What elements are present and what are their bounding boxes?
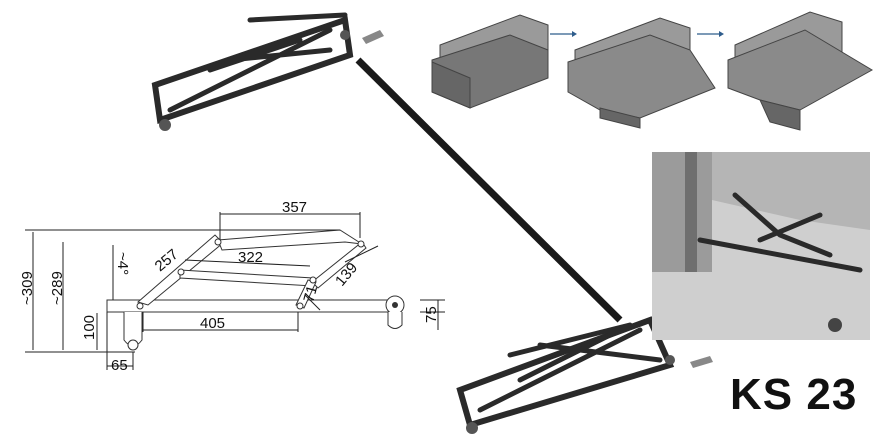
dim-roller-height: 75 <box>423 306 440 323</box>
dim-middle-span: 322 <box>238 249 263 266</box>
dim-small-link: 71 <box>300 284 321 305</box>
dim-leg-height: 100 <box>81 315 98 340</box>
dim-leg-offset: 65 <box>111 357 128 374</box>
sofa-sequence <box>431 11 874 131</box>
dim-base-span: 405 <box>200 315 225 332</box>
dim-angle: ~4° <box>114 252 131 275</box>
mechanism-bottom-frame <box>456 316 713 434</box>
dim-overall-height: ~309 <box>19 271 36 305</box>
dimension-drawing: 357 322 257 ~4° 139 71 405 ~309 ~289 100… <box>19 199 445 374</box>
dim-top-span: 357 <box>282 199 307 216</box>
sofa-half-open <box>567 17 716 129</box>
mechanism-render <box>151 12 713 434</box>
sofa-closed <box>431 14 549 109</box>
mechanism-photo <box>652 152 870 340</box>
sofa-open <box>727 11 874 131</box>
model-label: KS 23 <box>730 370 858 419</box>
dim-height-to-arm: ~289 <box>49 271 66 305</box>
mechanism-top-frame <box>151 12 384 131</box>
connecting-rod <box>355 57 623 323</box>
